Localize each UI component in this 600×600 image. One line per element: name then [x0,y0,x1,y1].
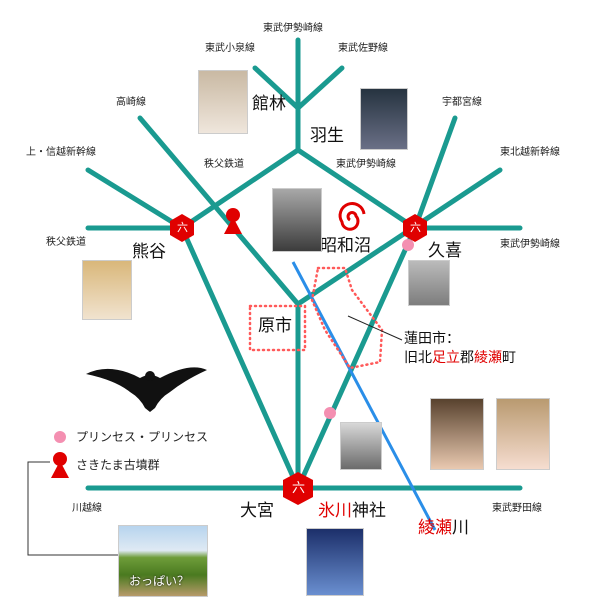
line-label-takasaki: 高崎線 [116,97,146,108]
rail-utsunomiya [412,115,458,231]
spiral-icon [338,202,366,231]
station-showanuma: 昭和沼 [320,236,371,256]
ayase-red-text: 綾瀬 [418,518,452,538]
legend-princess-label: プリンセス・プリンセス [76,430,209,444]
note-ayase: 綾瀬 [474,349,502,366]
kawa-text: 川 [452,518,469,538]
line-label-kawagoe: 川越線 [72,503,102,514]
rail-utsunomiya-south [295,225,418,491]
rail-joetsu-to-omiya [179,225,301,491]
portrait-photo-line [340,422,382,470]
note-gun: 郡 [460,349,474,366]
line-label-tobu-noda: 東武野田線 [492,503,542,514]
portrait-photo-bottom [306,528,364,596]
portrait-photo-right2 [496,398,550,470]
portrait-photo-kumagaya [82,260,132,320]
haraichi-boundary [248,304,307,352]
rail-tobu-koizumi [252,65,301,111]
photo-caption: おっぱい？ [129,574,190,588]
note-line2: 旧北足立郡綾瀬町 [404,349,516,368]
rail-tohoku-shinkansen [295,167,503,307]
station-kuki: 久喜 [428,241,462,261]
hex-glyph-omiya: 六 [292,481,306,496]
kofun-icon [224,208,242,234]
note-line1: 蓮田市： [404,331,460,347]
line-label-chichibu-left: 秩父鉄道 [46,237,86,248]
hasuda-note: 蓮田市： 旧北足立郡綾瀬町 [404,330,516,368]
legend-connector [27,461,118,556]
station-hanyu: 羽生 [310,126,344,146]
portrait-photo-tatebayashi [198,70,248,134]
station-kumagaya: 熊谷 [132,242,166,262]
legend-kofun-icon [51,452,69,478]
rail-tobu-sano [295,65,345,111]
ayase-river [291,261,437,531]
hikawa-red-text: 氷川 [318,501,352,521]
hex-glyph-kuki: 六 [410,221,421,234]
line-label-utsunomiya: 宇都宮線 [442,97,482,108]
note-leader [347,315,403,341]
station-tatebayashi: 館林 [252,94,286,114]
princess-dot-kuki [402,239,414,251]
river-ayase-label: 綾瀬川 [418,520,469,537]
note-kita: 旧北 [404,349,432,366]
station-omiya: 大宮 [240,501,274,521]
rail-takasaki [137,115,301,307]
princess-dot-line [324,407,336,419]
legend-princess-dot [54,431,66,443]
line-label-joetsu: 上・信越新幹線 [26,147,96,158]
line-label-tobu-isesaki-right: 東武伊勢崎線 [500,239,560,250]
eagle-icon [86,367,207,412]
line-label-tobu-isesaki-top: 東武伊勢崎線 [263,23,323,34]
station-haraichi: 原市 [258,316,292,336]
kofun-landscape-photo: おっぱい？ [118,525,208,597]
hex-omiya [283,472,313,505]
portrait-photo-center [272,188,322,252]
station-hikawa-jinja: 氷川神社 [318,503,386,520]
line-label-tobu-koizumi: 東武小泉線 [205,43,255,54]
legend-kofun-label: さきたま古墳群 [76,458,160,472]
line-label-chichibu-top: 秩父鉄道 [204,159,244,170]
hasuda-boundary [310,266,384,370]
portrait-photo-hanyu [360,88,408,150]
hex-kumagaya [170,214,194,242]
hex-glyph-kumagaya: 六 [177,221,188,234]
line-label-tohoku: 東北越新幹線 [500,147,560,158]
rail-joetsu-shinkansen [85,167,185,231]
note-adachi: 足立 [432,349,460,366]
line-label-tobu-sano: 東武佐野線 [338,43,388,54]
rail-chichibu-upper [179,147,301,231]
line-label-tobu-isesaki-mid: 東武伊勢崎線 [336,159,396,170]
rail-lines [85,37,523,491]
portrait-photo-kuki [408,260,450,306]
hex-kuki [403,214,427,242]
note-machi: 町 [502,349,516,366]
rail-tobu-isesaki-mid [295,147,418,231]
portrait-photo-right1 [430,398,484,470]
jinja-text: 神社 [352,501,386,521]
